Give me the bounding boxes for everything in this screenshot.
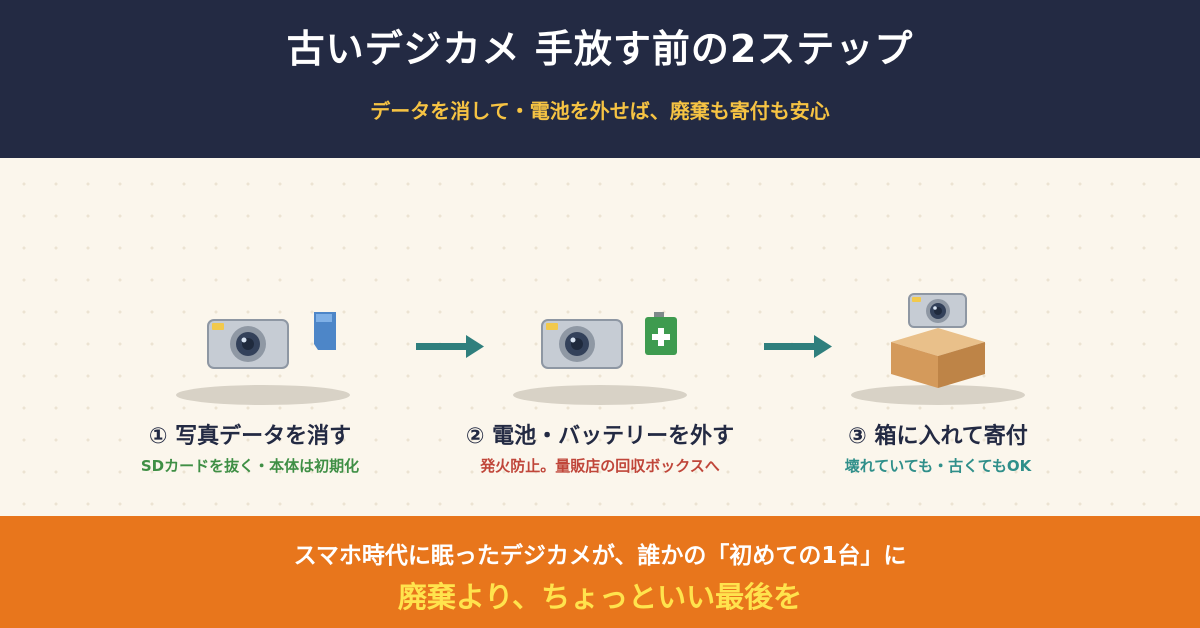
step-3-title: ③ 箱に入れて寄付 xyxy=(848,424,1028,449)
camera-sd-card-icon xyxy=(176,312,350,405)
step-1: ① 写真データを消す SDカードを抜く・本体は初期化 xyxy=(85,250,415,490)
step-3-desc: 壊れていても・古くてもOK xyxy=(844,457,1032,475)
step-3: ③ 箱に入れて寄付 壊れていても・古くてもOK xyxy=(773,250,1103,490)
page-subtitle: データを消して・電池を外せば、廃棄も寄付も安心 xyxy=(370,99,830,123)
step-1-desc: SDカードを抜く・本体は初期化 xyxy=(140,457,360,475)
footer-message: スマホ時代に眠ったデジカメが、誰かの「初めての1台」に xyxy=(293,543,907,569)
camera-on-box-icon xyxy=(851,293,1025,405)
footer-tagline: 廃棄より、ちょっといい最後を xyxy=(397,580,803,614)
camera-battery-icon xyxy=(513,312,687,405)
step-2-title: ② 電池・バッテリーを外す xyxy=(465,424,735,449)
step-1-title: ① 写真データを消す xyxy=(148,424,352,449)
arrow-right-icon xyxy=(764,335,832,358)
header-banner: 古いデジカメ 手放す前の2ステップ データを消して・電池を外せば、廃棄も寄付も安… xyxy=(0,0,1200,158)
step-2: ② 電池・バッテリーを外す 発火防止。量販店の回収ボックスへ xyxy=(435,250,765,490)
step-2-desc: 発火防止。量販店の回収ボックスへ xyxy=(480,457,720,475)
page-title: 古いデジカメ 手放す前の2ステップ xyxy=(286,27,914,71)
arrow-right-icon xyxy=(416,335,484,358)
footer-banner: スマホ時代に眠ったデジカメが、誰かの「初めての1台」に 廃棄より、ちょっといい最… xyxy=(0,516,1200,628)
